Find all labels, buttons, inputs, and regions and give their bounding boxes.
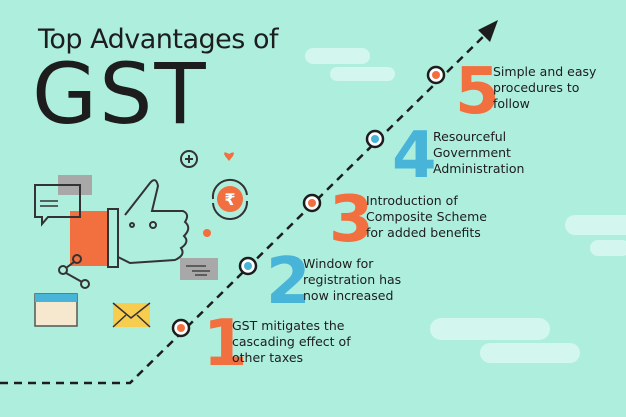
advantage-text: Composite Scheme <box>366 209 487 224</box>
advantage-text: Introduction of <box>366 193 458 208</box>
advantage-text: cascading effect of <box>232 334 351 349</box>
advantage-text: Resourceful <box>433 129 507 144</box>
title-line-1: Top Advantages of <box>38 24 278 55</box>
rupee-refresh-icon: ₹ <box>211 178 249 220</box>
plus-circle-icon <box>180 150 198 168</box>
thumbs-up-icon <box>70 179 190 268</box>
advantage-number: 1 <box>203 307 248 381</box>
calendar-icon <box>34 293 78 327</box>
advantage-text: Simple and easy <box>493 64 597 79</box>
envelope-icon <box>112 302 151 328</box>
heart-icon <box>224 152 234 161</box>
advantage-text: Government <box>433 145 511 160</box>
message-card-icon <box>180 258 218 280</box>
title-line-2: GST <box>32 45 208 143</box>
chat-bubble-icon <box>34 175 92 227</box>
arrow-head-icon <box>478 20 498 42</box>
advantage-number: 4 <box>392 119 437 193</box>
dot-decoration <box>203 229 211 237</box>
advantage-text: follow <box>493 96 530 111</box>
growth-path <box>0 29 491 385</box>
advantage-text: GST mitigates the <box>232 318 345 333</box>
advantage-text: registration has <box>303 272 402 287</box>
advantage-text: now increased <box>303 288 394 303</box>
advantage-text: Window for <box>303 256 374 271</box>
advantage-text: for added benefits <box>366 225 481 240</box>
advantage-text: other taxes <box>232 350 304 365</box>
advantage-text: procedures to <box>493 80 580 95</box>
advantage-number: 3 <box>329 183 374 257</box>
advantage-number: 2 <box>266 245 311 319</box>
cloud-decoration <box>305 48 626 363</box>
share-icon <box>58 254 90 289</box>
advantage-number: 5 <box>455 55 500 129</box>
svg-text:₹: ₹ <box>224 190 235 209</box>
advantage-text: Administration <box>433 161 525 176</box>
